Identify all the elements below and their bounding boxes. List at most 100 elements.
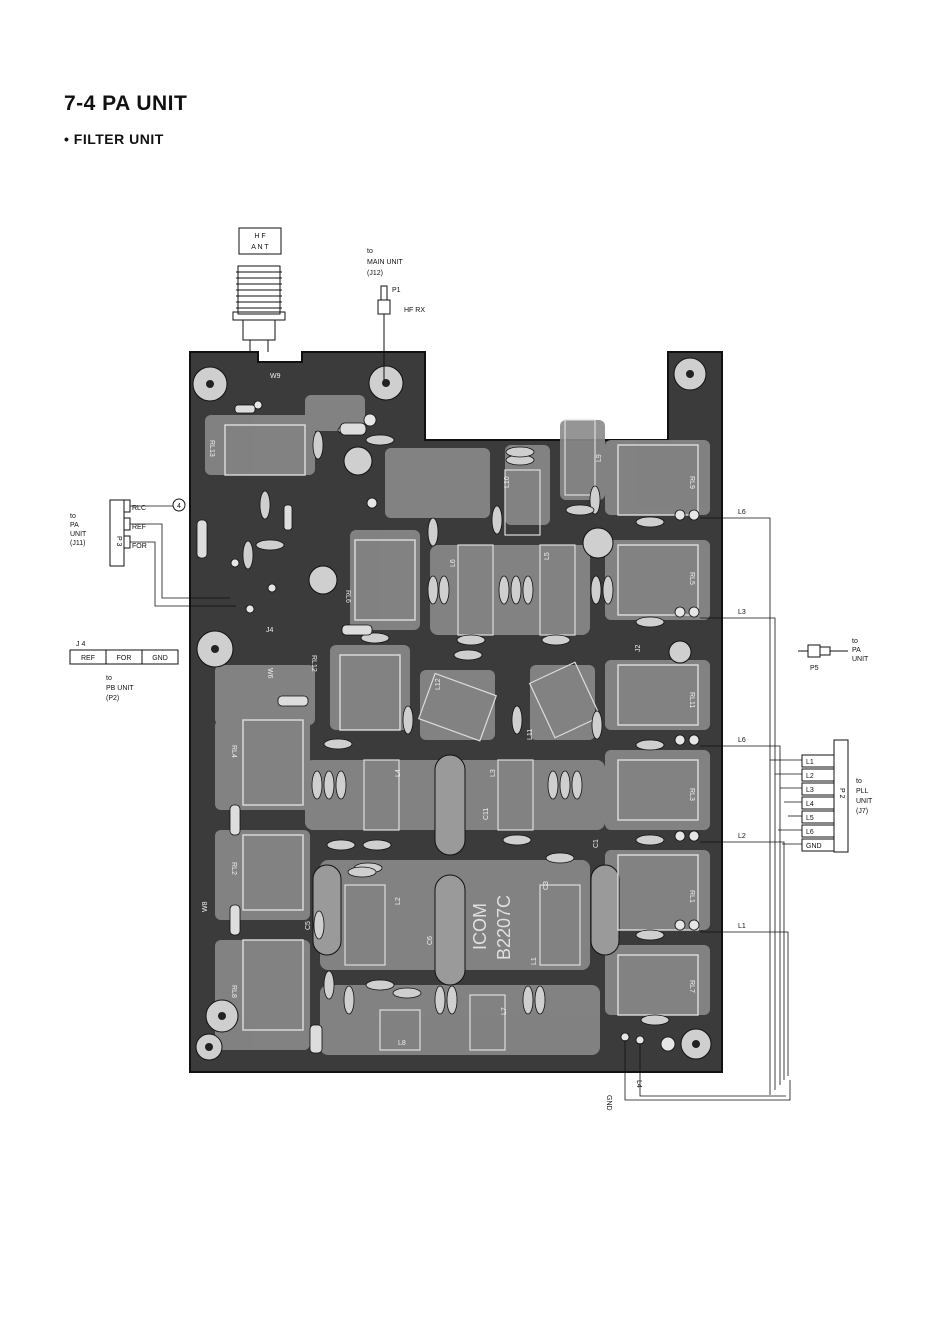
svg-text:RL11: RL11 <box>688 692 695 708</box>
svg-text:C1: C1 <box>593 839 600 848</box>
relays <box>224 424 699 1031</box>
svg-text:to: to <box>852 638 858 645</box>
svg-text:FOR: FOR <box>132 543 147 550</box>
svg-text:RLC: RLC <box>132 505 146 512</box>
svg-text:W6: W6 <box>266 668 273 679</box>
svg-text:L1: L1 <box>531 957 538 965</box>
svg-text:P5: P5 <box>810 665 819 672</box>
svg-text:L3: L3 <box>738 609 746 616</box>
svg-text:RL4: RL4 <box>230 745 237 758</box>
svg-text:L6: L6 <box>450 559 457 567</box>
svg-text:C3: C3 <box>543 881 550 890</box>
svg-text:C6: C6 <box>427 936 434 945</box>
j4-connector: J 4 REF FOR GND to PB UNIT (P2) <box>69 641 179 702</box>
svg-text:L4: L4 <box>806 801 814 808</box>
board-brand: ICOM <box>470 903 490 950</box>
svg-text:RL1: RL1 <box>688 890 695 903</box>
svg-text:REF: REF <box>132 524 146 531</box>
svg-text:C11: C11 <box>483 808 490 820</box>
svg-text:to: to <box>106 675 112 682</box>
svg-text:PB UNIT: PB UNIT <box>106 685 134 692</box>
svg-text:J2: J2 <box>635 645 642 653</box>
svg-text:L3: L3 <box>490 769 497 777</box>
svg-text:C5: C5 <box>305 921 312 930</box>
line-labels: L6 L3 L6 L2 L1 GND L4 <box>605 509 746 1111</box>
svg-text:RL13: RL13 <box>208 440 215 457</box>
svg-text:PA: PA <box>70 522 79 529</box>
svg-text:L11: L11 <box>527 729 534 740</box>
svg-text:L4: L4 <box>635 1080 642 1088</box>
svg-text:J 4: J 4 <box>76 641 85 648</box>
svg-text:HF RX: HF RX <box>404 307 425 314</box>
pcb-board: ICOM B2207C RL9 RL5 RL11 RL3 RL1 RL7 RL1… <box>189 351 723 1073</box>
p3-connector: P 3 RLC REF FOR to PA UNIT (J11) 4 <box>70 498 236 607</box>
svg-text:L1: L1 <box>806 759 814 766</box>
svg-text:UNIT: UNIT <box>70 531 87 538</box>
svg-text:L6: L6 <box>806 829 814 836</box>
svg-text:(J7): (J7) <box>856 808 868 815</box>
svg-text:A N T: A N T <box>251 244 269 251</box>
svg-text:J4: J4 <box>266 627 274 634</box>
svg-text:(J12): (J12) <box>367 270 383 277</box>
svg-text:REF: REF <box>81 655 95 662</box>
svg-text:L5: L5 <box>544 552 551 560</box>
p5-connector: P5 to PA UNIT <box>798 638 869 672</box>
svg-text:L5: L5 <box>806 815 814 822</box>
svg-text:UNIT: UNIT <box>852 656 869 663</box>
resistors <box>196 404 373 1054</box>
svg-text:to: to <box>70 513 76 520</box>
svg-text:L6: L6 <box>738 509 746 516</box>
hole-centres <box>205 370 700 1051</box>
svg-text:L2: L2 <box>738 833 746 840</box>
hf-ant-connector: H F A N T <box>232 227 286 352</box>
svg-text:L12: L12 <box>435 678 442 690</box>
svg-text:RL8: RL8 <box>230 985 237 998</box>
svg-text:L2: L2 <box>806 773 814 780</box>
svg-text:RL2: RL2 <box>230 862 237 875</box>
svg-text:RL9: RL9 <box>688 476 695 489</box>
svg-text:UNIT: UNIT <box>856 798 873 805</box>
svg-text:to: to <box>367 248 373 255</box>
svg-text:RL6: RL6 <box>344 590 351 603</box>
svg-text:RL3: RL3 <box>688 788 695 801</box>
via-pads <box>230 400 700 1052</box>
svg-text:P1: P1 <box>392 287 401 294</box>
svg-text:W8: W8 <box>202 901 209 912</box>
svg-text:L6: L6 <box>738 737 746 744</box>
svg-text:P 2: P 2 <box>838 788 845 798</box>
component-labels: RL9 RL5 RL11 RL3 RL1 RL7 RL13 RL6 RL12 R… <box>202 373 695 1047</box>
svg-text:H F: H F <box>254 233 265 240</box>
svg-text:RL5: RL5 <box>688 572 695 585</box>
svg-text:GND: GND <box>806 843 822 850</box>
svg-text:RL7: RL7 <box>688 980 695 993</box>
svg-text:(J11): (J11) <box>70 540 85 547</box>
svg-text:(P2): (P2) <box>106 695 119 702</box>
svg-text:L1: L1 <box>738 923 746 930</box>
svg-text:GND: GND <box>605 1095 612 1111</box>
svg-text:PA: PA <box>852 647 861 654</box>
svg-text:4: 4 <box>177 503 181 510</box>
svg-text:L7: L7 <box>501 1007 508 1015</box>
svg-text:RL12: RL12 <box>310 655 317 672</box>
svg-text:L3: L3 <box>806 787 814 794</box>
svg-text:P 3: P 3 <box>115 536 122 546</box>
svg-text:L4: L4 <box>395 769 402 777</box>
p2-connector: P 2 L1 L2 L3 L4 L5 L6 GND to PLL UNIT (J… <box>801 739 873 853</box>
svg-text:to: to <box>856 778 862 785</box>
p1-connector: to MAIN UNIT (J12) P1 HF RX <box>367 248 425 380</box>
svg-text:L2: L2 <box>395 897 402 905</box>
capacitors <box>242 424 670 1026</box>
svg-text:FOR: FOR <box>117 655 132 662</box>
board-id: B2207C <box>494 895 514 960</box>
subsection-title: • FILTER UNIT <box>64 131 164 147</box>
svg-text:PLL: PLL <box>856 788 869 795</box>
svg-text:GND: GND <box>152 655 168 662</box>
svg-text:L8: L8 <box>398 1040 406 1047</box>
svg-text:MAIN UNIT: MAIN UNIT <box>367 259 404 266</box>
svg-text:L10: L10 <box>504 476 511 488</box>
svg-text:W9: W9 <box>270 373 281 380</box>
l-line-wiring <box>624 517 802 1101</box>
svg-text:L9: L9 <box>596 454 603 462</box>
section-title: 7-4 PA UNIT <box>64 92 188 115</box>
